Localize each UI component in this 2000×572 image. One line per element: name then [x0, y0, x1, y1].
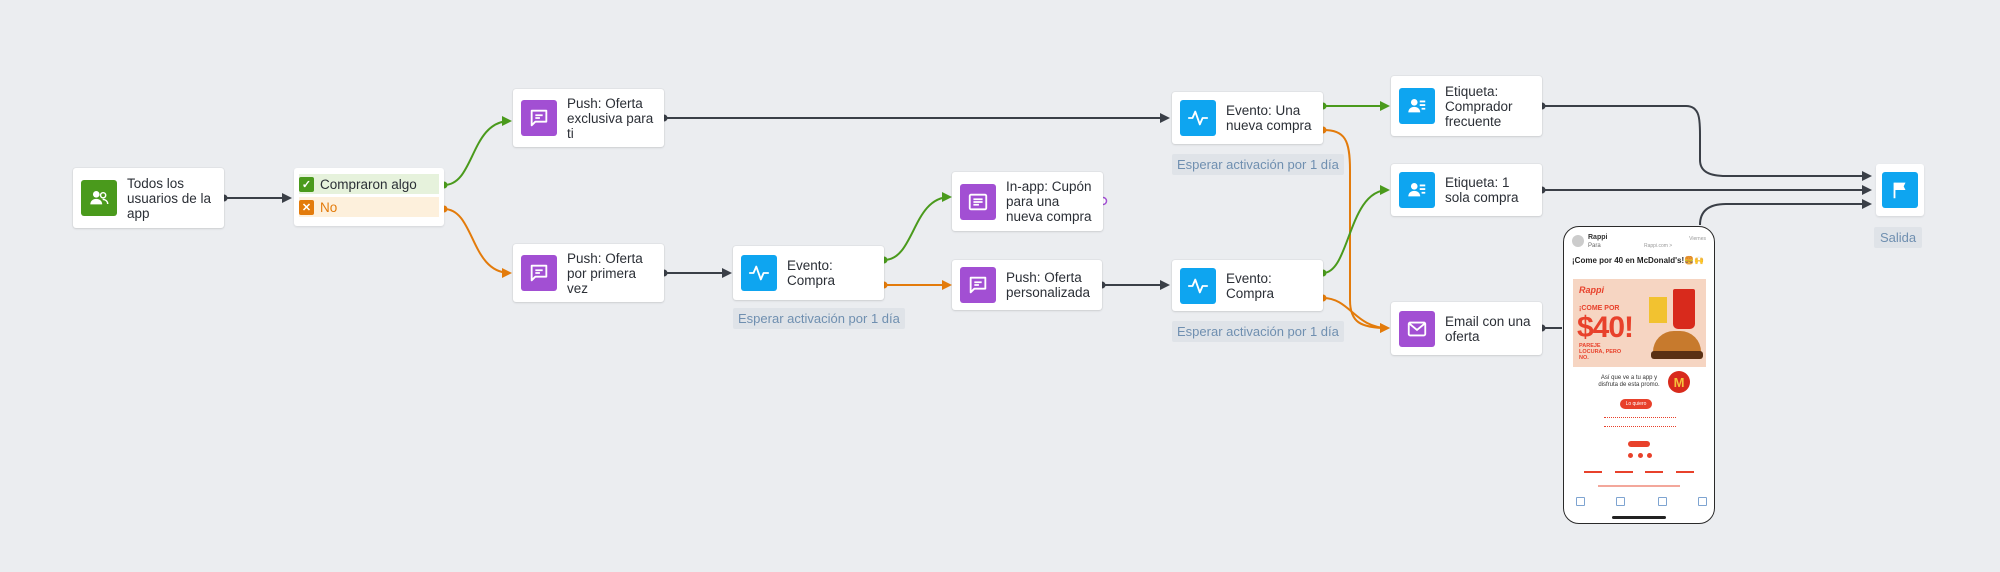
envelope-icon	[1399, 310, 1435, 347]
chat-bubble-icon	[521, 255, 557, 291]
mustache-icon	[1628, 441, 1650, 447]
user-tag-icon	[1399, 172, 1435, 208]
banner-line: ¡COME POR	[1579, 305, 1620, 312]
condition-yes-label: Compraron algo	[320, 176, 417, 192]
users-icon	[81, 180, 117, 216]
email-cta-button: Lo quiero	[1620, 399, 1652, 409]
pulse-icon	[741, 255, 777, 291]
banner-brand: Rappi	[1579, 285, 1605, 295]
footer-legal	[1598, 485, 1680, 487]
node-label: Push: Oferta exclusiva para ti	[567, 95, 654, 141]
flag-icon	[1882, 172, 1918, 208]
edge-yes-push-exclusiva	[443, 116, 512, 186]
condition-compraron-algo[interactable]: ✓ Compraron algo ✕ No	[294, 168, 444, 226]
mcdonalds-logo: M	[1668, 371, 1690, 393]
wait-activation-3[interactable]: Esperar activación por 1 día	[1172, 321, 1344, 342]
pulse-icon	[1180, 267, 1216, 304]
check-icon: ✓	[299, 176, 314, 192]
node-label: In-app: Cupón para una nueva compra	[1006, 179, 1092, 224]
edge-evento2-email	[1322, 297, 1390, 333]
user-tag-icon	[1399, 88, 1435, 124]
message-card-icon	[960, 183, 996, 220]
fries-image	[1649, 297, 1667, 323]
sender-avatar	[1572, 235, 1584, 247]
node-push-exclusiva[interactable]: Push: Oferta exclusiva para ti	[513, 89, 664, 147]
folder-icon	[1616, 497, 1625, 506]
node-label: Etiqueta: 1 sola compra	[1445, 175, 1519, 205]
wait-activation-2[interactable]: Esperar activación por 1 día	[1172, 154, 1344, 175]
email-fine-print	[1604, 417, 1676, 427]
condition-no-label: No	[320, 199, 338, 215]
banner-price: $40!	[1577, 311, 1634, 344]
node-etiqueta-frecuente[interactable]: Etiqueta: Comprador frecuente	[1391, 76, 1542, 136]
email-sender: Rappi	[1588, 234, 1608, 241]
node-evento-compra-2[interactable]: Evento: Compra	[1172, 260, 1323, 311]
x-icon: ✕	[299, 199, 314, 215]
burger-patty	[1651, 351, 1703, 359]
node-inapp-cupon[interactable]: In-app: Cupón para una nueva compra	[952, 172, 1103, 231]
email-to: Para	[1588, 243, 1601, 249]
edge-email-salida	[1699, 199, 1872, 226]
salida-label: Salida	[1874, 227, 1923, 248]
node-label: Todos los usuarios de la app	[127, 175, 212, 221]
chat-bubble-icon	[960, 267, 996, 303]
pulse-icon	[1180, 100, 1216, 136]
edge-frecuente-salida	[1542, 105, 1872, 181]
email-day: Viernes	[1689, 236, 1706, 242]
node-evento-compra-1[interactable]: Evento: Compra	[733, 246, 884, 300]
reply-icon	[1658, 497, 1667, 506]
node-label: Evento: Una nueva compra	[1226, 103, 1312, 133]
edge-evento2-sola	[1322, 185, 1390, 274]
node-label: Etiqueta: Comprador frecuente	[1445, 83, 1513, 129]
edge-no-push-primera	[443, 208, 512, 278]
footer-links	[1584, 471, 1694, 475]
home-indicator	[1612, 516, 1666, 519]
email-preview-phone: Rappi Para Rappi.com > Viernes ¡Come por…	[1563, 226, 1715, 524]
drink-image	[1673, 289, 1695, 329]
node-label: Push: Oferta por primera vez	[567, 250, 643, 296]
email-subject: ¡Come por 40 en McDonald's!🍔🙌	[1572, 256, 1705, 265]
email-banner: Rappi ¡COME POR $40! PAREJE LOCURA, PERO…	[1573, 279, 1706, 367]
node-salida[interactable]	[1876, 164, 1924, 216]
condition-branch-no[interactable]: ✕ No	[299, 197, 439, 217]
email-header: Rappi Para Rappi.com > Viernes	[1572, 233, 1706, 255]
node-evento-nueva-compra[interactable]: Evento: Una nueva compra	[1172, 92, 1323, 144]
wait-activation-1[interactable]: Esperar activación por 1 día	[733, 308, 905, 329]
node-etiqueta-sola[interactable]: Etiqueta: 1 sola compra	[1391, 164, 1542, 216]
trash-icon	[1576, 497, 1585, 506]
node-email-oferta[interactable]: Email con una oferta	[1391, 302, 1542, 355]
social-icons	[1628, 453, 1652, 459]
mail-toolbar	[1564, 497, 1714, 509]
email-body-text: Así que ve a tu app y disfruta de esta p…	[1598, 375, 1660, 388]
banner-sub: PAREJE LOCURA, PERO NO.	[1579, 343, 1622, 361]
edge-evento-inapp	[883, 192, 952, 261]
node-label: Evento: Compra	[787, 258, 836, 288]
node-push-personalizada[interactable]: Push: Oferta personalizada	[952, 260, 1102, 310]
compose-icon	[1698, 497, 1707, 506]
node-todos-usuarios[interactable]: Todos los usuarios de la app	[73, 168, 224, 228]
node-push-primera[interactable]: Push: Oferta por primera vez	[513, 244, 664, 302]
node-label: Email con una oferta	[1445, 313, 1531, 344]
email-sender-domain: Rappi.com >	[1644, 243, 1673, 249]
chat-bubble-icon	[521, 100, 557, 136]
node-label: Push: Oferta personalizada	[1006, 270, 1091, 300]
node-label: Evento: Compra	[1226, 270, 1275, 301]
condition-branch-yes[interactable]: ✓ Compraron algo	[299, 174, 439, 194]
